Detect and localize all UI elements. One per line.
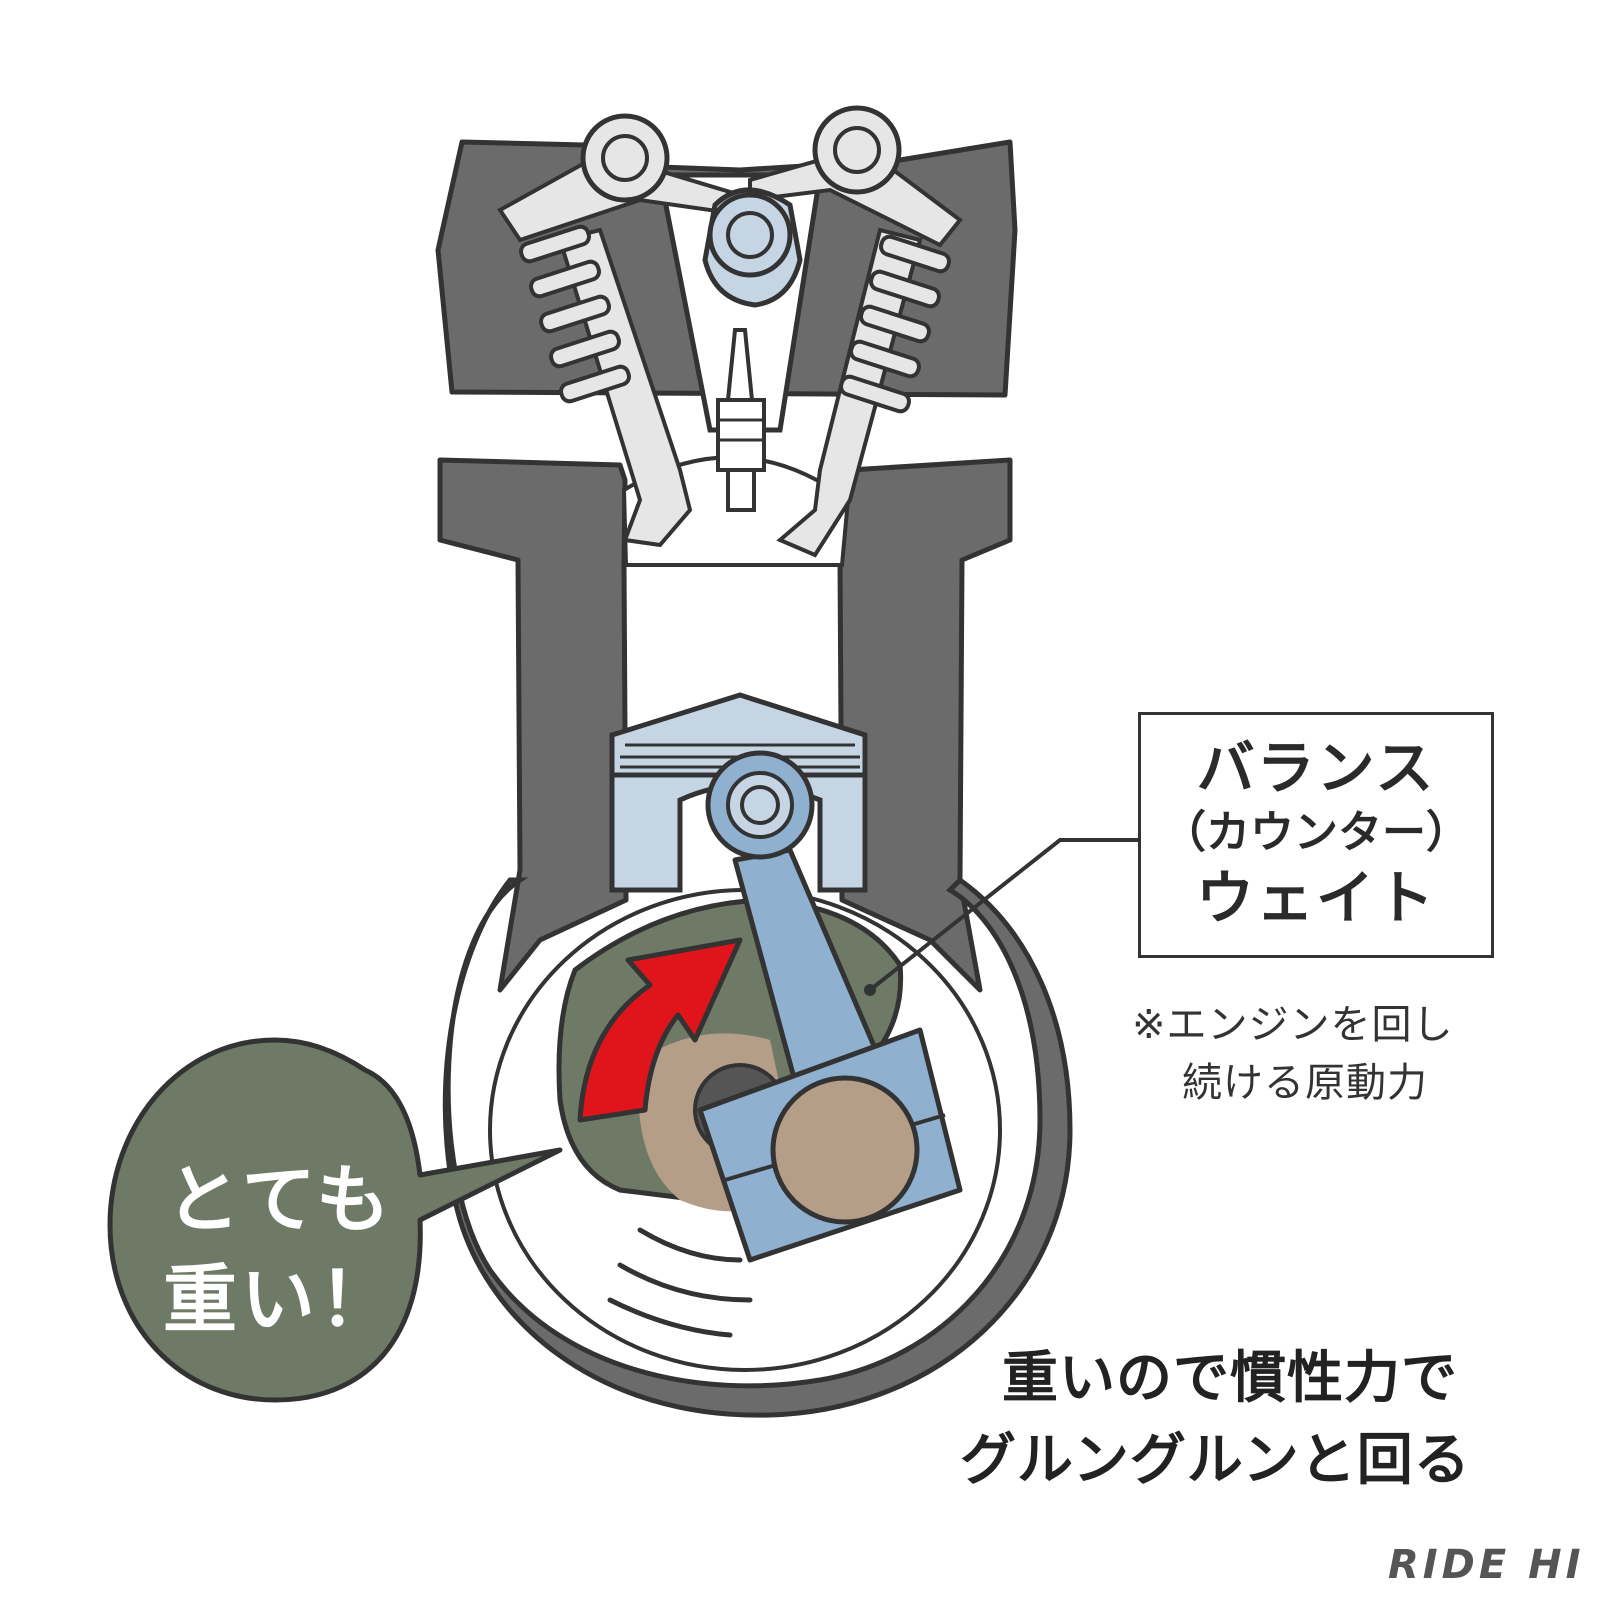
- spark-plug: [716, 328, 766, 512]
- camshaft: [702, 187, 803, 308]
- brand-logo: RIDE HI: [1388, 1542, 1585, 1588]
- motion-lines: [607, 1227, 753, 1338]
- note-line-1: ※エンジンを回し: [1132, 1002, 1454, 1048]
- label-line-3: ウェイト: [1195, 864, 1436, 932]
- caption: 重いので慣性力で グルングルンと回る: [960, 1338, 1560, 1502]
- exhaust-valve: [776, 227, 951, 558]
- note-line-2: 続ける原動力: [1182, 1060, 1428, 1106]
- label-line-1: バランス: [1196, 734, 1436, 802]
- caption-line-1: 重いので慣性力で: [1002, 1346, 1458, 1411]
- connecting-rod: [697, 750, 963, 1263]
- speech-bubble: [107, 1037, 563, 1403]
- note-text: ※エンジンを回し 続ける原動力: [1132, 996, 1572, 1112]
- bubble-text: とても 重い！: [150, 1150, 410, 1350]
- leader-line: [864, 838, 1138, 996]
- label-line-2: （カウンター）: [1162, 807, 1470, 858]
- bubble-line-2: 重い！: [163, 1257, 397, 1343]
- rotation-arrow-icon: [577, 937, 743, 1123]
- piston: [609, 692, 868, 893]
- bubble-line-1: とても: [165, 1157, 395, 1243]
- rocker-arms: [497, 105, 963, 248]
- intake-valve: [519, 224, 693, 548]
- caption-line-2: グルングルンと回る: [960, 1428, 1471, 1493]
- balance-weight-label: バランス （カウンター） ウェイト: [1138, 712, 1494, 958]
